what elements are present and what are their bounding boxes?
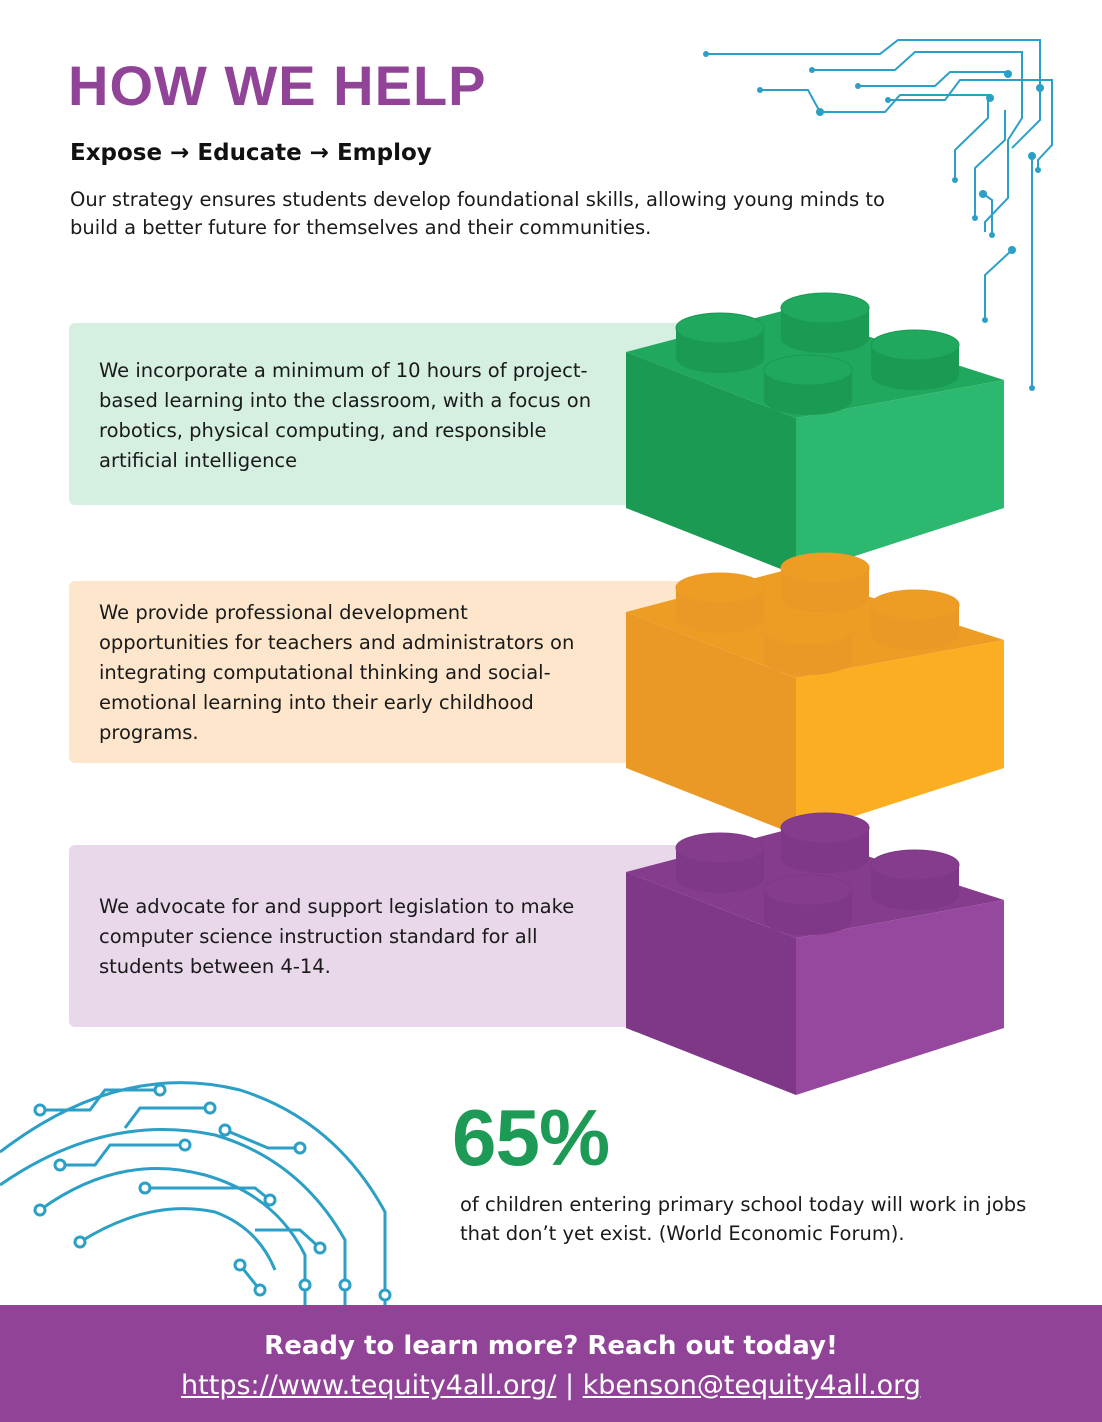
panel-professional-development: We provide professional development oppo… <box>69 581 709 763</box>
stat-description: of children entering primary school toda… <box>460 1193 1027 1245</box>
panel-legislation: We advocate for and support legislation … <box>69 845 709 1027</box>
panel-text: We advocate for and support legislation … <box>99 895 575 978</box>
purple-brick-icon <box>626 812 1004 1095</box>
panel-text: We incorporate a minimum of 10 hours of … <box>99 359 592 472</box>
tagline: Expose → Educate → Employ <box>70 140 432 166</box>
link-separator: | <box>556 1370 583 1401</box>
green-brick-icon <box>626 292 1004 575</box>
email-link[interactable]: kbenson@tequity4all.org <box>582 1370 921 1401</box>
orange-brick-icon <box>626 552 1004 835</box>
page-title: HOW WE HELP <box>68 54 487 117</box>
panel-text: We provide professional development oppo… <box>99 601 575 744</box>
circuit-bottom-nodes-icon <box>33 1083 392 1302</box>
website-link[interactable]: https://www.tequity4all.org/ <box>181 1370 557 1401</box>
panel-project-learning: We incorporate a minimum of 10 hours of … <box>69 323 709 505</box>
circuit-top-nodes-icon <box>703 51 1044 391</box>
footer-cta: Ready to learn more? Reach out today! <box>264 1331 838 1361</box>
footer-contact-links: https://www.tequity4all.org/ | kbenson@t… <box>0 1370 1102 1401</box>
circuit-bottom-left-icon <box>0 1081 387 1305</box>
brick-stack-illustration <box>626 292 1004 1095</box>
stat-value: 65% <box>452 1093 610 1182</box>
footer-banner: Ready to learn more? Reach out today! ht… <box>0 1305 1102 1422</box>
intro-text: Our strategy ensures students develop fo… <box>70 188 885 239</box>
